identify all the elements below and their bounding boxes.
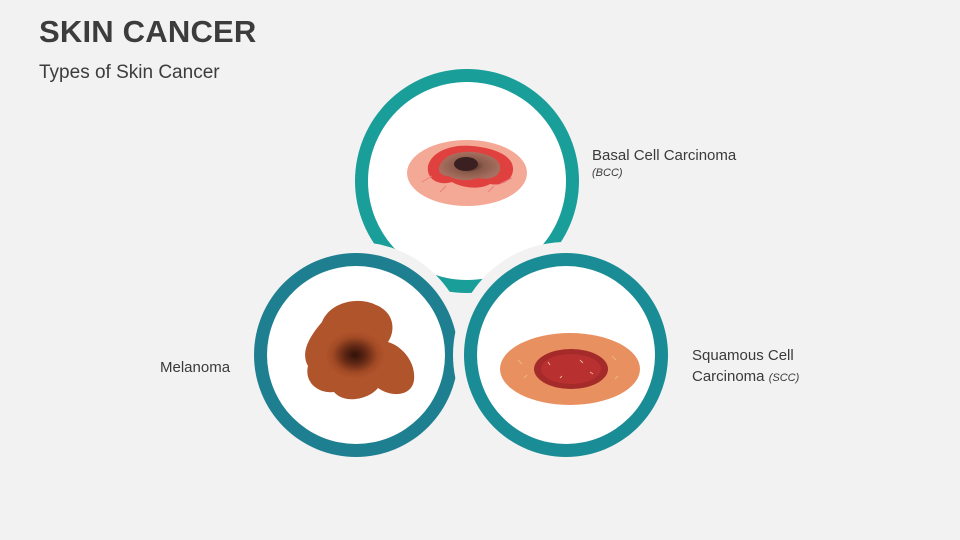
melanoma-label: Melanoma <box>160 359 231 376</box>
scc-name-line1: Squamous Cell <box>692 347 794 364</box>
bcc-abbr: (BCC) <box>592 167 623 179</box>
bcc-label: Basal Cell Carcinoma (BCC) <box>592 145 736 180</box>
bcc-name: Basal Cell Carcinoma <box>592 147 737 164</box>
scc-name-line2: Carcinoma <box>692 368 765 385</box>
melanoma-lesion-icon <box>305 300 415 400</box>
scc-label: Squamous Cell Carcinoma (SCC) <box>692 345 799 389</box>
page-title: SKIN CANCER <box>39 14 257 49</box>
bcc-lesion-icon <box>407 140 527 206</box>
page-subtitle: Types of Skin Cancer <box>39 62 220 83</box>
scc-lesion-icon <box>500 333 640 405</box>
scc-abbr: (SCC) <box>768 372 800 384</box>
scc-name-line2-wrap: Carcinoma (SCC) <box>692 366 799 389</box>
